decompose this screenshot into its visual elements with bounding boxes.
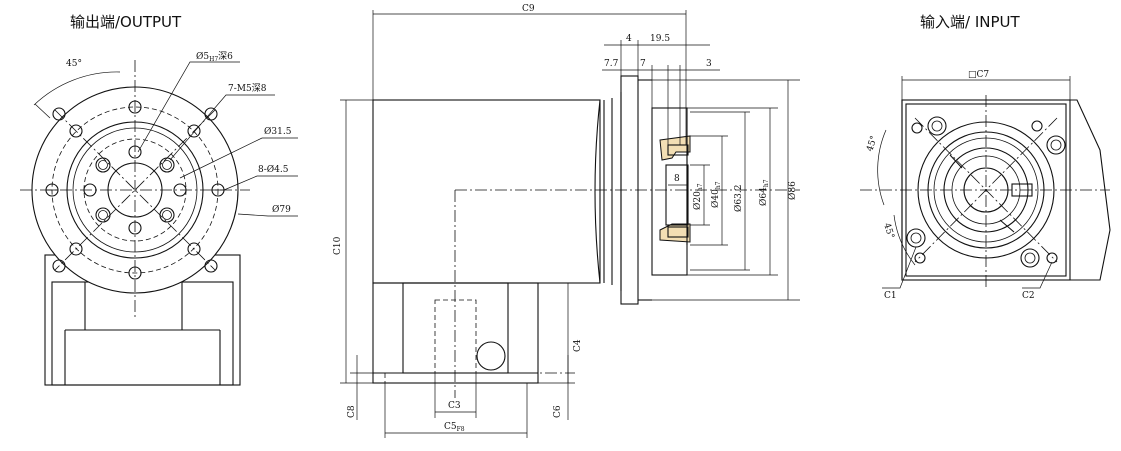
dim-shaft: Ø20h7 [692, 183, 704, 210]
dim-7-7: 7.7 [604, 59, 619, 69]
input-bolt-holes [906, 116, 1066, 268]
dim-c7: □C7 [968, 70, 989, 80]
dim-7: 7 [640, 59, 646, 69]
output-angle: 45° [66, 59, 82, 69]
pcd-inner-label: Ø31.5 [264, 126, 292, 137]
output-tapped-holes [83, 145, 187, 235]
input-angle-bottom: 45° [881, 222, 895, 240]
dim-c4: C4 [573, 339, 583, 352]
dim-c5: C5F8 [444, 422, 465, 433]
holes-label: 8-Ø4.5 [258, 164, 289, 175]
dim-key: 8 [674, 174, 680, 184]
dim-19-5: 19.5 [650, 34, 670, 44]
output-view: 输出端/OUTPUT [20, 13, 298, 386]
bore-a-label: Ø5H7深6 [196, 51, 233, 63]
dim-c8: C8 [347, 405, 357, 418]
dim-c3: C3 [448, 401, 461, 411]
output-title: 输出端/OUTPUT [70, 13, 182, 31]
pcd-outer-label: Ø79 [272, 204, 291, 215]
dim-d86: Ø86 [787, 181, 798, 200]
dim-c10: C10 [333, 236, 343, 255]
side-housing [372, 99, 601, 284]
dim-c2: C2 [1022, 291, 1035, 301]
thread-label: 7-M5深8 [228, 83, 267, 94]
side-pilot [651, 107, 688, 276]
dim-c9: C9 [522, 4, 535, 14]
side-lower-block [372, 282, 539, 384]
dim-3: 3 [706, 59, 712, 69]
output-body-inner [51, 281, 234, 386]
input-title: 输入端/ INPUT [920, 13, 1020, 31]
side-view: C9 4 19.5 7.7 7 3 Ø86 Ø64h7 Ø63.2 [333, 4, 800, 438]
dim-4: 4 [626, 34, 632, 44]
input-angle-top: 45° [865, 135, 879, 153]
dim-d64: Ø64h7 [758, 179, 770, 206]
dim-d63: Ø63.2 [733, 185, 744, 212]
input-view: 输入端/ INPUT □C7 [860, 13, 1111, 301]
dim-pilot: Ø40h7 [710, 181, 722, 208]
dim-c6: C6 [553, 405, 563, 418]
dim-c1: C1 [884, 291, 897, 301]
